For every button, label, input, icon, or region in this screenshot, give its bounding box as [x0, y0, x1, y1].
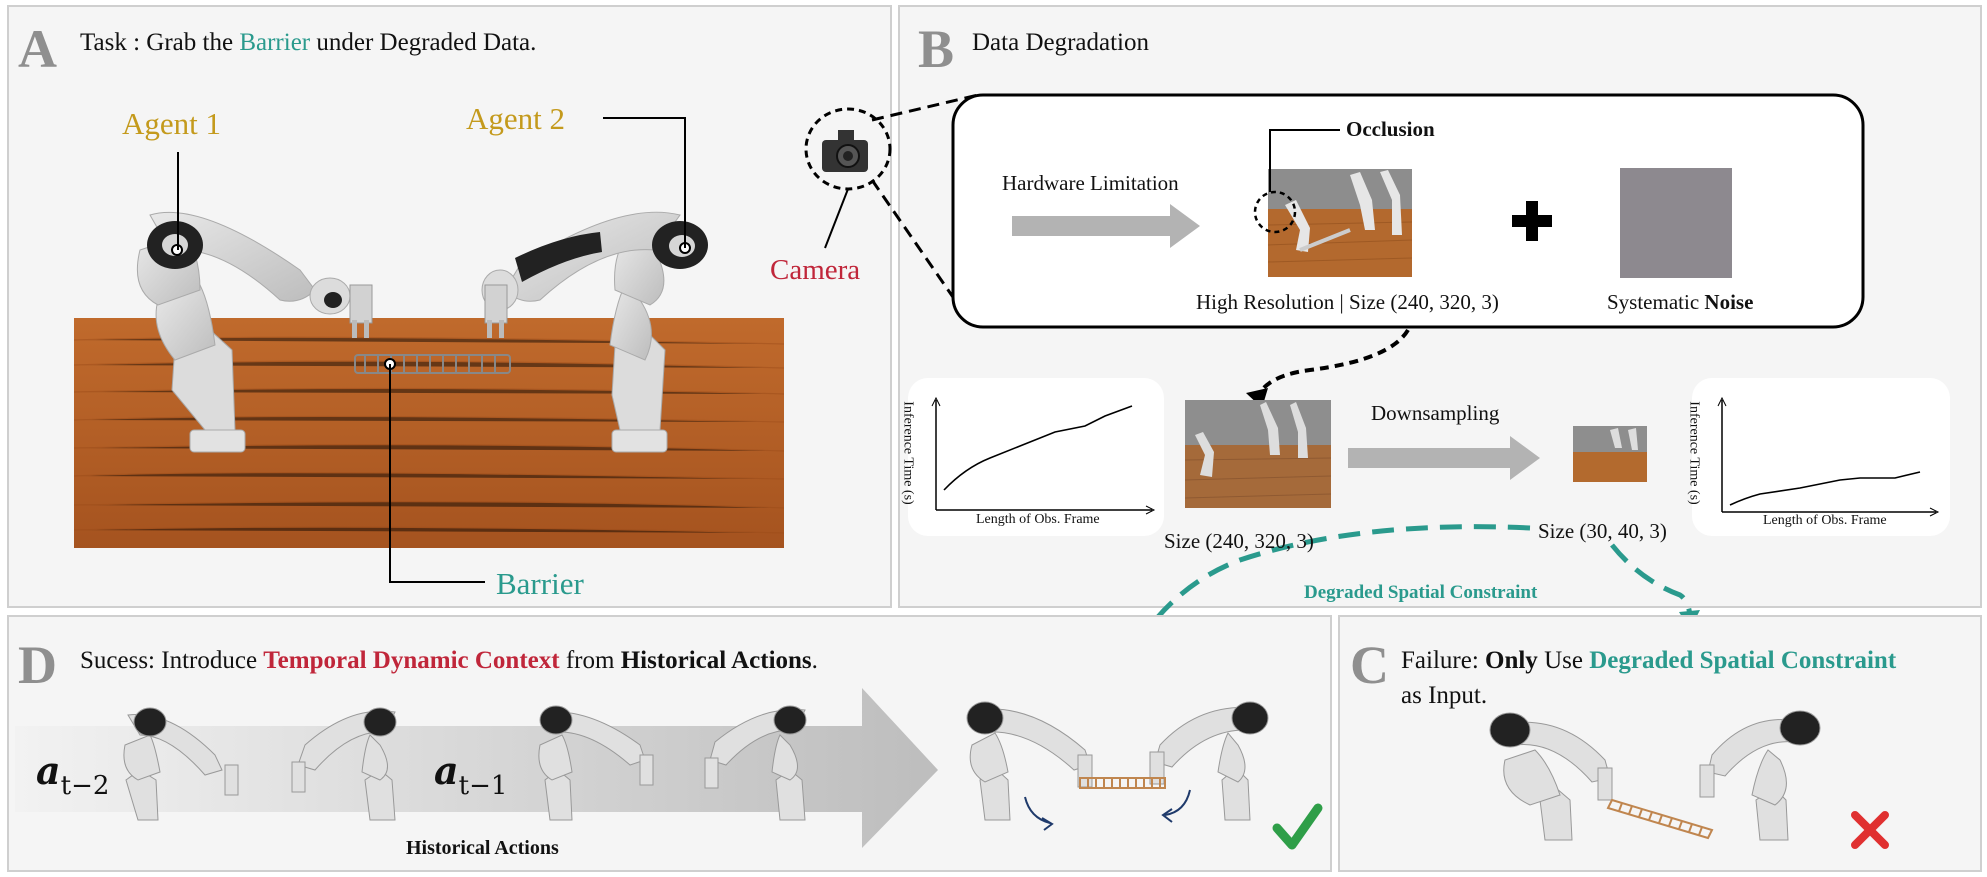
panel-a: [7, 5, 892, 608]
hardware-limitation-label: Hardware Limitation: [1002, 171, 1179, 195]
panel-d-letter: D: [18, 635, 57, 695]
occlusion-label: Occlusion: [1346, 117, 1435, 141]
barrier-highlight: Barrier: [239, 29, 311, 56]
agent1-label: Agent 1: [122, 106, 222, 141]
degraded-spatial-constraint-label: Degraded Spatial Constraint: [1304, 582, 1538, 603]
action-a-t-minus-1: at−1: [434, 748, 508, 801]
camera-label: Camera: [770, 254, 861, 286]
chart-left-ylabel: Inference Time (s): [900, 401, 916, 505]
panel-b-title: Data Degradation: [972, 29, 1150, 56]
historical-actions-label: Historical Actions: [406, 837, 559, 859]
panel-c-title: Failure: Only Use Degraded Spatial Const…: [1401, 647, 1897, 674]
chart-right-xlabel: Length of Obs. Frame: [1763, 513, 1887, 528]
chart-left-xlabel: Length of Obs. Frame: [976, 512, 1100, 527]
size-small-label: Size (30, 40, 3): [1538, 519, 1667, 543]
chart-right-ylabel: Inference Time (s): [1686, 401, 1702, 505]
barrier-label: Barrier: [496, 566, 584, 601]
panel-b-letter: B: [918, 19, 955, 79]
downsampling-label: Downsampling: [1371, 401, 1500, 425]
panel-d-title: Sucess: Introduce Temporal Dynamic Conte…: [80, 647, 818, 674]
panel-c-letter: C: [1350, 635, 1389, 695]
panel-a-letter: A: [18, 19, 57, 79]
size-large-label: Size (240, 320, 3): [1164, 529, 1314, 553]
panel-c-title-line2: as Input.: [1401, 682, 1488, 709]
panel-a-title: Task : Grab the Barrier under Degraded D…: [80, 29, 537, 56]
agent2-label: Agent 2: [466, 101, 566, 136]
action-a-t-minus-2: at−2: [36, 748, 110, 801]
noise-caption: Systematic Noise: [1607, 290, 1754, 314]
high-res-caption: High Resolution | Size (240, 320, 3): [1196, 290, 1499, 314]
